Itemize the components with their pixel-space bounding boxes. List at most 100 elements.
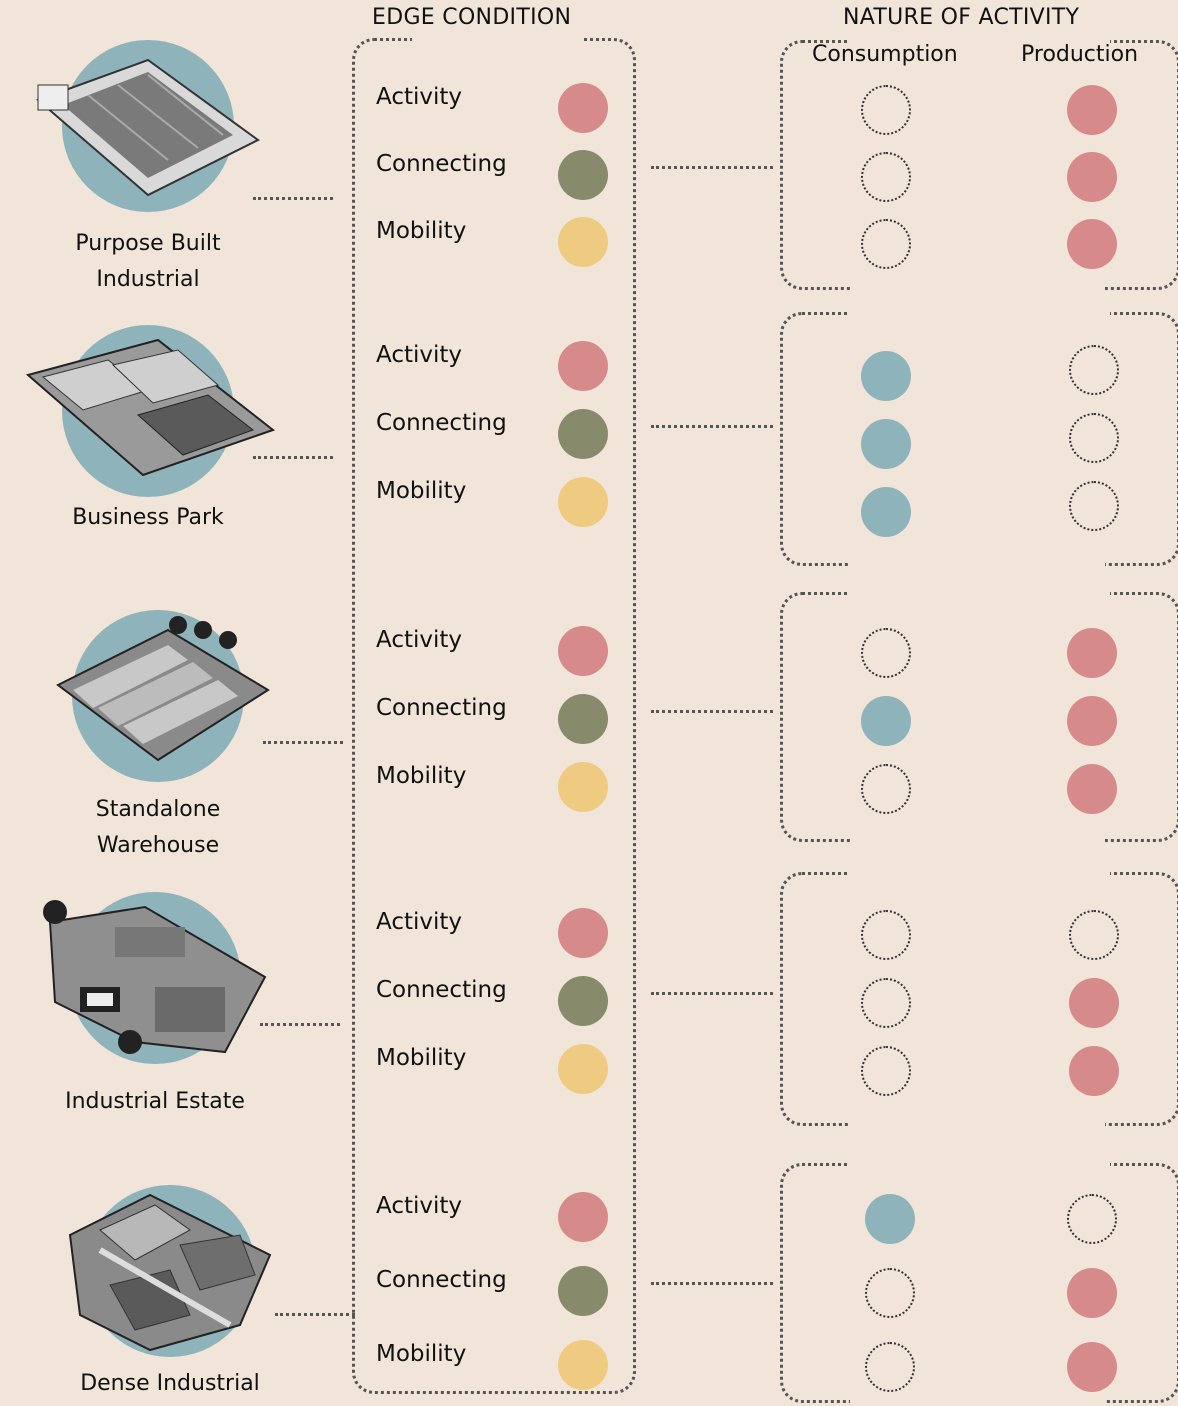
consumption-dot <box>865 1194 915 1244</box>
production-dot <box>1067 1194 1117 1244</box>
consumption-dot <box>861 219 911 269</box>
photo-connector <box>260 1023 340 1026</box>
production-dot <box>1067 219 1117 269</box>
bracket-gap <box>850 868 1110 876</box>
production-dot <box>1067 1342 1117 1392</box>
consumption-header: Consumption <box>812 42 958 67</box>
edge-to-nature-connector <box>651 710 773 713</box>
production-dot <box>1067 696 1117 746</box>
bracket-gap <box>850 588 1110 596</box>
edge-label-mobility: Mobility <box>376 478 467 504</box>
consumption-dot <box>861 628 911 678</box>
edge-label-mobility: Mobility <box>376 763 467 789</box>
consumption-dot <box>861 152 911 202</box>
nature-bracket <box>780 592 1178 842</box>
edge-dot-activity <box>558 83 608 133</box>
bracket-gap <box>850 1398 1105 1406</box>
consumption-dot <box>861 1046 911 1096</box>
edge-label-activity: Activity <box>376 342 463 368</box>
typology-label-line: Dense Industrial <box>80 1371 260 1396</box>
typology-label-line: Standalone <box>95 797 221 822</box>
edge-label-connecting: Connecting <box>376 1267 507 1293</box>
edge-label-activity: Activity <box>376 1193 463 1219</box>
edge-label-activity: Activity <box>376 84 463 110</box>
edge-dot-activity <box>558 341 608 391</box>
edge-dot-activity <box>558 626 608 676</box>
edge-label-activity: Activity <box>376 909 463 935</box>
consumption-dot <box>861 487 911 537</box>
edge-label-connecting: Connecting <box>376 977 507 1003</box>
edge-label-connecting: Connecting <box>376 695 507 721</box>
photo-connector <box>263 741 343 744</box>
bracket-gap <box>850 1159 1110 1167</box>
production-dot <box>1069 1046 1119 1096</box>
production-dot <box>1069 910 1119 960</box>
nature-of-activity-header: NATURE OF ACTIVITY <box>843 5 1080 30</box>
edge-dot-mobility <box>558 1340 608 1390</box>
edge-dot-activity <box>558 1192 608 1242</box>
production-header: Production <box>1021 42 1139 67</box>
photo-connector <box>253 456 333 459</box>
production-dot <box>1067 628 1117 678</box>
bracket-gap <box>850 837 1105 845</box>
production-dot <box>1069 413 1119 463</box>
aerial-photo-icon <box>25 338 276 477</box>
typology-label: Dense Industrial <box>40 1366 300 1402</box>
typology-label: Industrial Estate <box>25 1084 285 1120</box>
edge-dot-connecting <box>558 1266 608 1316</box>
production-dot <box>1069 978 1119 1028</box>
nature-bracket <box>780 40 1178 290</box>
consumption-dot <box>861 910 911 960</box>
bracket-gap <box>850 308 1110 316</box>
edge-dot-activity <box>558 908 608 958</box>
typology-label-line: Industrial <box>96 267 200 292</box>
typology-label-line: Purpose Built <box>75 231 221 256</box>
edge-dot-connecting <box>558 976 608 1026</box>
consumption-dot <box>861 978 911 1028</box>
edge-label-connecting: Connecting <box>376 151 507 177</box>
production-dot <box>1069 345 1119 395</box>
typology-label-line: Industrial Estate <box>65 1089 245 1114</box>
edge-condition-header: EDGE CONDITION <box>372 5 572 30</box>
edge-dot-connecting <box>558 694 608 744</box>
typology-label: Business Park <box>18 500 278 536</box>
edge-dot-mobility <box>558 762 608 812</box>
aerial-photo-icon <box>56 616 270 762</box>
consumption-dot <box>865 1268 915 1318</box>
production-dot <box>1069 481 1119 531</box>
consumption-dot <box>865 1342 915 1392</box>
consumption-dot <box>861 696 911 746</box>
edge-bracket-top-gap <box>412 34 582 42</box>
production-dot <box>1067 152 1117 202</box>
bracket-gap <box>850 285 1105 293</box>
edge-dot-connecting <box>558 150 608 200</box>
aerial-photo-icon <box>43 900 267 1054</box>
edge-dot-connecting <box>558 409 608 459</box>
bracket-gap <box>850 36 1110 44</box>
edge-label-mobility: Mobility <box>376 1341 467 1367</box>
photo-connector <box>275 1313 355 1316</box>
nature-bracket <box>780 1163 1178 1403</box>
edge-label-mobility: Mobility <box>376 1045 467 1071</box>
edge-dot-mobility <box>558 1044 608 1094</box>
typology-label-line: Business Park <box>72 505 224 530</box>
bracket-gap <box>850 1121 1105 1129</box>
bracket-gap <box>850 561 1105 569</box>
consumption-dot <box>861 419 911 469</box>
edge-label-connecting: Connecting <box>376 410 507 436</box>
edge-to-nature-connector <box>651 425 773 428</box>
typology-label-line: Warehouse <box>96 833 220 858</box>
edge-label-mobility: Mobility <box>376 218 467 244</box>
edge-label-activity: Activity <box>376 627 463 653</box>
edge-to-nature-connector <box>651 1282 773 1285</box>
production-dot <box>1067 1268 1117 1318</box>
photo-connector <box>253 197 333 200</box>
production-dot <box>1067 764 1117 814</box>
consumption-dot <box>861 351 911 401</box>
edge-to-nature-connector <box>651 992 773 995</box>
production-dot <box>1067 85 1117 135</box>
aerial-photo-icon <box>36 58 260 197</box>
consumption-dot <box>861 85 911 135</box>
